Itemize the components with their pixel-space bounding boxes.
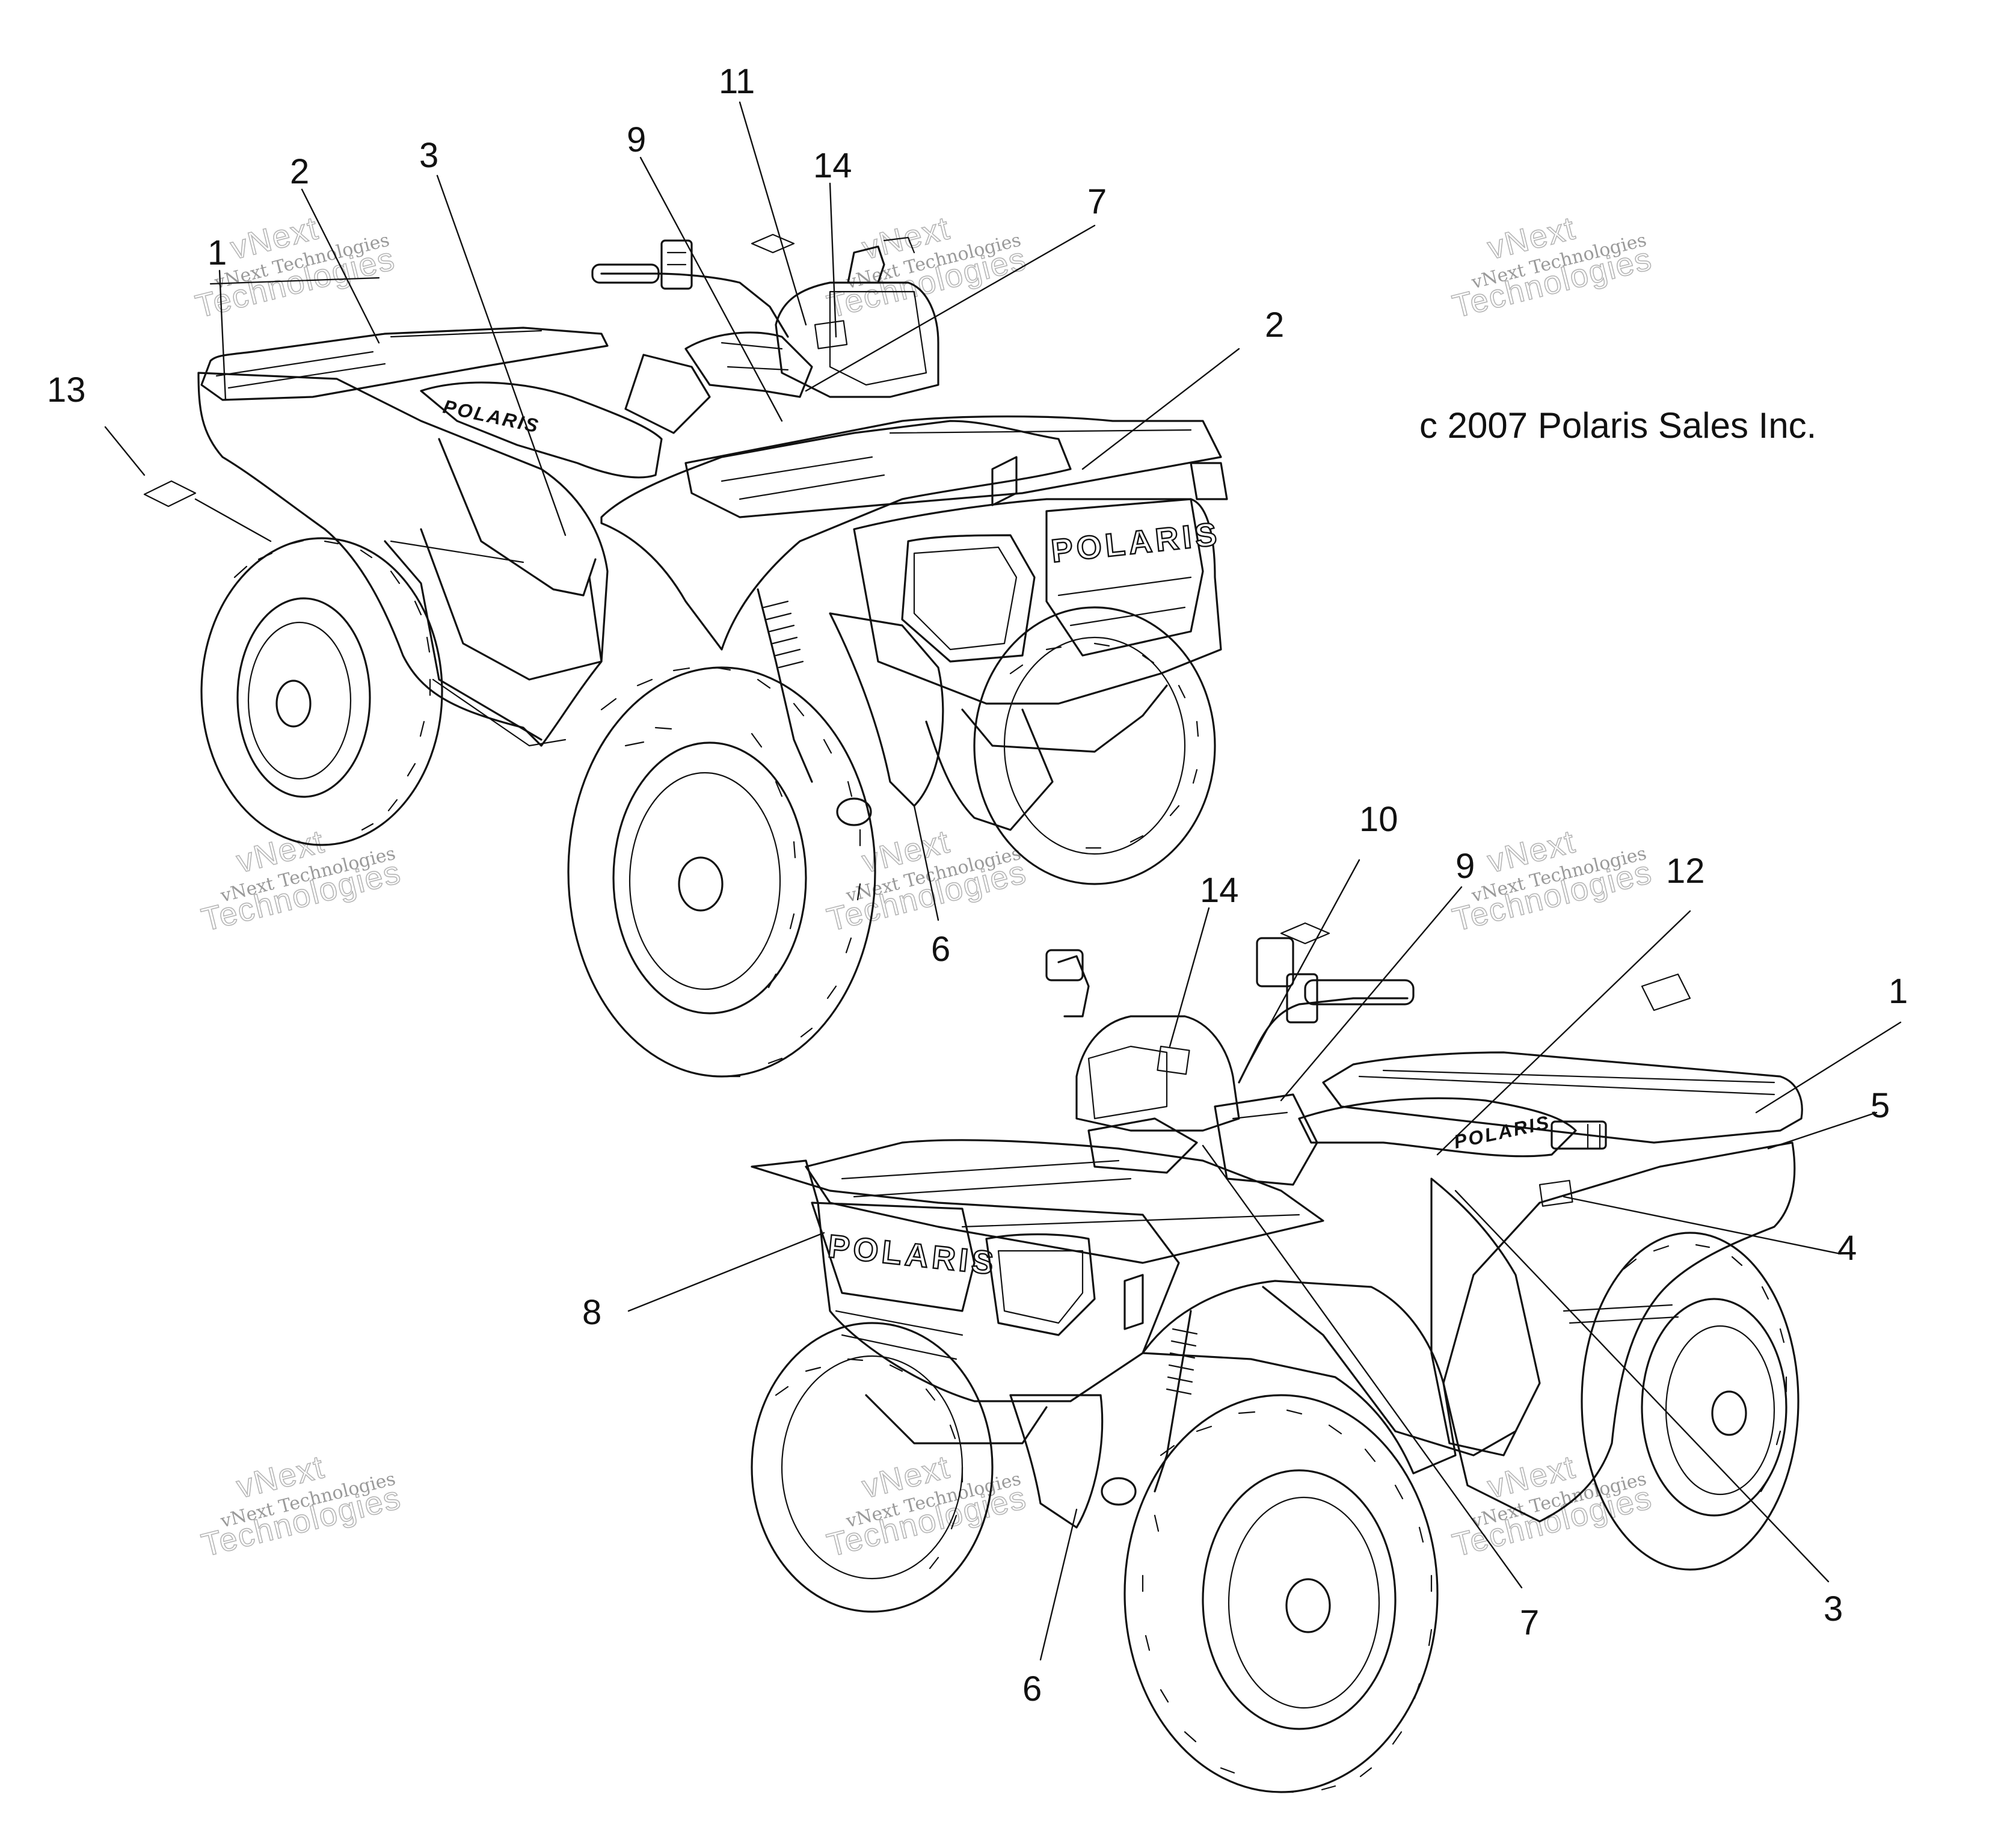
front-far-wheel — [751, 1322, 994, 1613]
callouts: 1 2 3 9 11 14 7 2 13 6 10 14 9 12 1 5 4 … — [47, 62, 1908, 1708]
headlight-pod — [1075, 1015, 1240, 1132]
front-grille-logo: POLARIS — [1050, 516, 1222, 569]
callout-upper-3: 3 — [419, 136, 438, 175]
callout-upper-11: 11 — [719, 62, 755, 101]
atv-upper-view: POLARIS POLARIS — [197, 236, 1228, 1078]
callout-lower-4: 4 — [1837, 1229, 1857, 1268]
callout-lower-5: 5 — [1870, 1086, 1890, 1125]
decal-12-marker — [1641, 973, 1691, 1011]
seat-decal-text: POLARIS — [441, 396, 542, 437]
decal-2-rack-marker — [209, 277, 380, 285]
callout-upper-13: 13 — [47, 370, 86, 410]
callout-upper-2-front: 2 — [1265, 305, 1284, 345]
front-rack — [805, 1139, 1324, 1264]
callout-lower-14: 14 — [1200, 871, 1239, 910]
copyright-notice: c 2007 Polaris Sales Inc. — [1419, 405, 1816, 446]
atv-lower-view: POLARIS POLARIS — [751, 937, 1803, 1793]
front-right-wheel — [973, 606, 1216, 885]
headlight-pod — [775, 281, 939, 398]
callout-lower-12: 12 — [1666, 852, 1705, 891]
decal-13-marker — [143, 480, 197, 508]
seat — [1298, 1097, 1577, 1158]
watermark: vNext Technologies vNext Technologies — [197, 1448, 405, 1564]
shock-absorber — [1101, 1310, 1198, 1506]
handlebar — [1238, 997, 1409, 1084]
watermark: vNext Technologies vNext Technologies — [1448, 1448, 1656, 1564]
watermark: vNext Technologies vNext Technologies — [823, 1448, 1030, 1564]
front-fender — [1142, 1280, 1457, 1475]
rear-fender — [1442, 1141, 1796, 1523]
rear-fender — [197, 372, 609, 747]
callout-lower-3: 3 — [1824, 1589, 1843, 1629]
callout-lower-6: 6 — [1022, 1669, 1042, 1708]
watermark: vNext Technologies vNext Technologies — [197, 823, 405, 939]
watermark: vNext Technologies vNext Technologies — [823, 209, 1030, 325]
callout-upper-9: 9 — [627, 120, 646, 159]
callout-lower-8: 8 — [582, 1293, 601, 1332]
front-left-wheel — [567, 666, 876, 1078]
front-bumper — [853, 498, 1222, 705]
callout-upper-2-rack: 2 — [290, 152, 309, 191]
seat-decal-text: POLARIS — [1452, 1111, 1552, 1153]
decal-11-marker — [751, 233, 795, 254]
shock-absorber — [757, 588, 872, 826]
watermark: vNext Technologies vNext Technologies — [1448, 209, 1656, 325]
callout-lower-10: 10 — [1359, 800, 1398, 839]
front-bumper — [751, 1159, 1180, 1402]
rear-wheel — [200, 537, 443, 846]
callout-upper-6: 6 — [931, 930, 950, 969]
callout-upper-7: 7 — [1087, 182, 1107, 221]
callout-lower-7: 7 — [1520, 1603, 1539, 1642]
callout-upper-1: 1 — [207, 233, 227, 272]
rear-wheel — [1581, 1232, 1800, 1571]
front-rack — [684, 415, 1222, 518]
decal-markers — [143, 233, 1691, 1011]
decal-10-marker — [1280, 922, 1330, 945]
leader-lines — [104, 101, 1902, 1661]
front-fender — [600, 420, 1072, 651]
front-near-wheel — [1123, 1394, 1439, 1793]
callout-lower-1: 1 — [1889, 972, 1908, 1011]
callout-lower-9: 9 — [1455, 847, 1475, 886]
callout-upper-14: 14 — [813, 146, 852, 185]
front-grille-logo: POLARIS — [826, 1228, 999, 1282]
seat — [420, 381, 663, 479]
